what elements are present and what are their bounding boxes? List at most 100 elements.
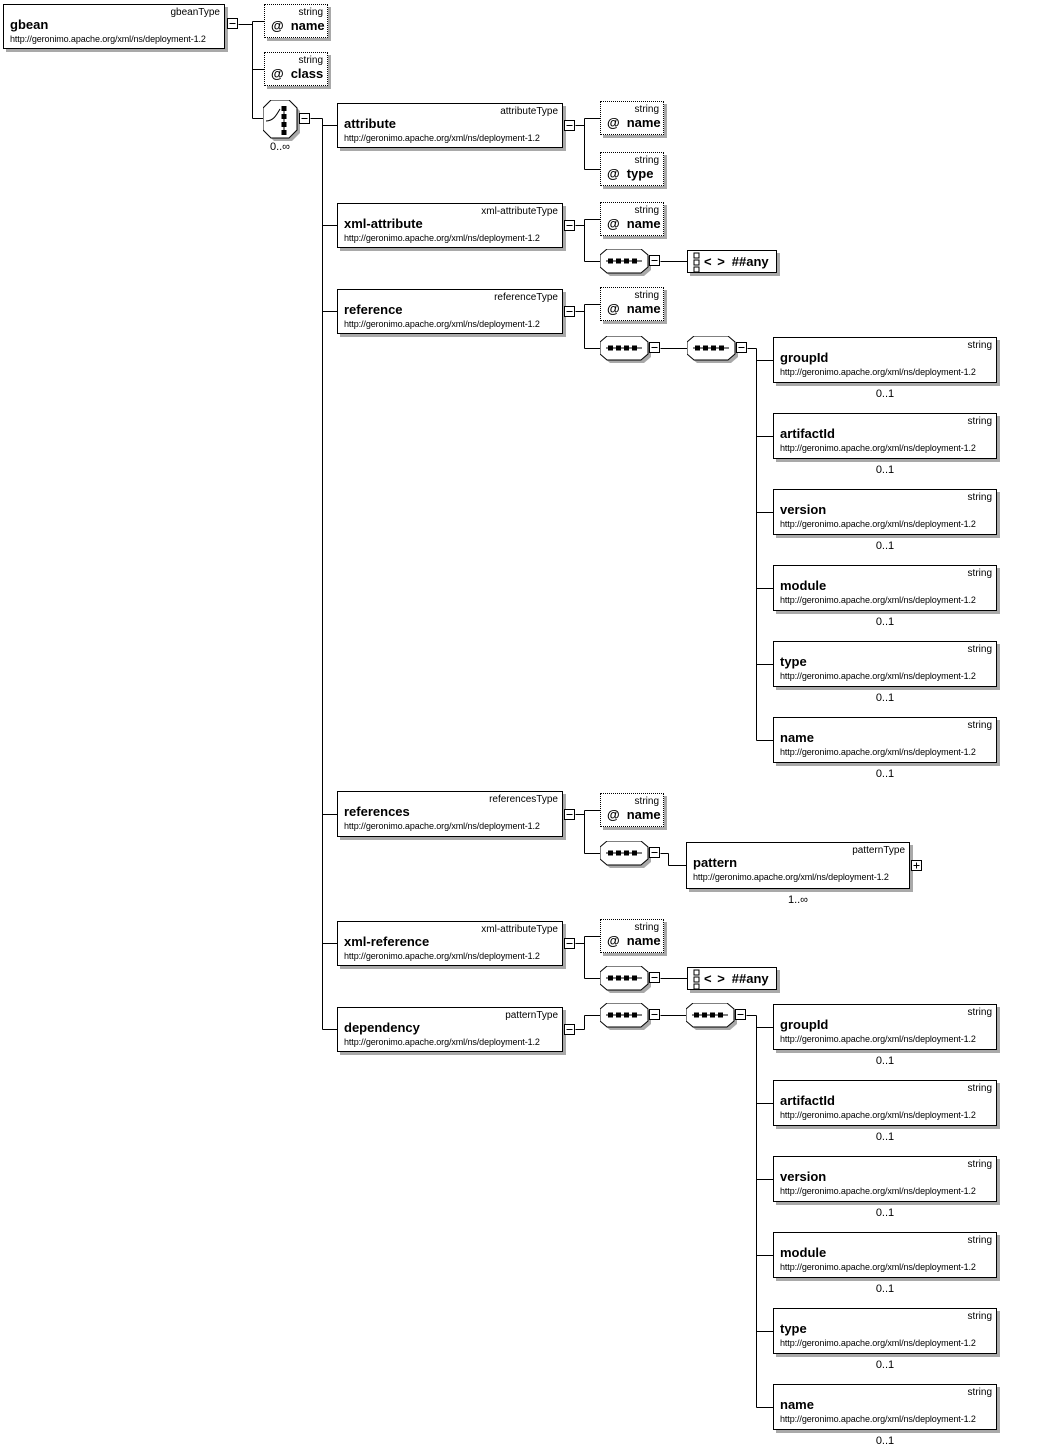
sequence-icon[interactable] [599,335,652,369]
collapse-icon[interactable] [564,938,575,949]
element-dep-name[interactable]: string name http://geronimo.apache.org/x… [773,1384,997,1430]
attr-type: string [634,104,659,115]
at-sign: @ [271,66,284,81]
element-name: type [780,1321,807,1336]
element-dep-groupid[interactable]: string groupId http://geronimo.apache.or… [773,1004,997,1050]
element-name: module [780,1245,827,1260]
at-sign: @ [607,933,620,948]
type-label: patternType [505,1010,558,1021]
attr-type: string [634,922,659,933]
sequence-icon[interactable] [599,965,652,999]
collapse-icon[interactable] [649,255,660,266]
element-ref-module[interactable]: string module http://geronimo.apache.org… [773,565,997,611]
attr-name-attribute[interactable]: string @name [600,101,664,135]
attr-name-gbean[interactable]: string @name [264,4,328,38]
collapse-icon[interactable] [564,1024,575,1035]
type-label: xml-attributeType [481,206,558,217]
type-label: string [967,644,992,655]
element-ref-groupid[interactable]: string groupId http://geronimo.apache.or… [773,337,997,383]
collapse-icon[interactable] [736,342,747,353]
element-dependency[interactable]: patternType dependency http://geronimo.a… [337,1007,563,1052]
element-xml-reference[interactable]: xml-attributeType xml-reference http://g… [337,921,563,966]
element-namespace: http://geronimo.apache.org/xml/ns/deploy… [693,872,889,882]
element-name: dependency [344,1020,420,1035]
collapse-icon[interactable] [735,1009,746,1020]
element-name: name [780,1397,814,1412]
collapse-icon[interactable] [564,120,575,131]
choice-icon[interactable] [262,99,301,147]
sequence-icon[interactable] [599,1002,652,1036]
expand-icon[interactable] [911,860,922,871]
element-name: module [780,578,827,593]
attr-label: name [626,933,661,948]
collapse-icon[interactable] [649,847,660,858]
element-dep-artifactid[interactable]: string artifactId http://geronimo.apache… [773,1080,997,1126]
any-label: ##any [731,971,769,986]
cardinality-label: 0..1 [875,540,895,552]
element-pattern[interactable]: patternType pattern http://geronimo.apac… [686,842,910,889]
element-dep-type[interactable]: string type http://geronimo.apache.org/x… [773,1308,997,1354]
element-namespace: http://geronimo.apache.org/xml/ns/deploy… [780,1414,976,1424]
sequence-icon[interactable] [599,840,652,874]
type-label: referencesType [489,794,558,805]
collapse-icon[interactable] [299,113,310,124]
sequence-icon[interactable] [685,1002,738,1036]
type-label: string [967,340,992,351]
attr-type: string [298,55,323,66]
sequence-icon[interactable] [599,248,652,282]
type-label: string [967,1387,992,1398]
element-references[interactable]: referencesType references http://geronim… [337,791,563,837]
element-name: artifactId [780,1093,835,1108]
element-gbean[interactable]: gbeanType gbean http://geronimo.apache.o… [3,4,225,49]
element-namespace: http://geronimo.apache.org/xml/ns/deploy… [780,1034,976,1044]
any-element[interactable]: < > ##any [687,250,777,273]
cardinality-label: 0..1 [875,1207,895,1219]
element-namespace: http://geronimo.apache.org/xml/ns/deploy… [344,319,540,329]
sequence-icon[interactable] [686,335,739,369]
collapse-icon[interactable] [564,809,575,820]
attr-label: name [626,807,661,822]
attr-class-gbean[interactable]: string @class [264,52,328,86]
element-ref-type[interactable]: string type http://geronimo.apache.org/x… [773,641,997,687]
element-ref-name[interactable]: string name http://geronimo.apache.org/x… [773,717,997,763]
any-element[interactable]: < > ##any [687,967,777,990]
attr-label: name [626,301,661,316]
element-namespace: http://geronimo.apache.org/xml/ns/deploy… [344,821,540,831]
attr-name-reference[interactable]: string @name [600,287,664,321]
attr-name-xml-attribute[interactable]: string @name [600,202,664,236]
cardinality-label: 0..1 [875,1283,895,1295]
element-namespace: http://geronimo.apache.org/xml/ns/deploy… [780,1186,976,1196]
collapse-icon[interactable] [649,972,660,983]
collapse-icon[interactable] [564,306,575,317]
at-sign: @ [271,18,284,33]
element-dep-version[interactable]: string version http://geronimo.apache.or… [773,1156,997,1202]
element-namespace: http://geronimo.apache.org/xml/ns/deploy… [344,133,540,143]
element-name: references [344,804,410,819]
element-name: groupId [780,350,829,365]
element-ref-version[interactable]: string version http://geronimo.apache.or… [773,489,997,535]
type-label: xml-attributeType [481,924,558,935]
type-label: string [967,1311,992,1322]
collapse-icon[interactable] [649,342,660,353]
at-sign: @ [607,115,620,130]
cardinality-label: 0..1 [875,768,895,780]
element-ref-artifactid[interactable]: string artifactId http://geronimo.apache… [773,413,997,459]
cardinality-label: 0..1 [875,1055,895,1067]
element-reference[interactable]: referenceType reference http://geronimo.… [337,289,563,334]
collapse-icon[interactable] [564,220,575,231]
element-namespace: http://geronimo.apache.org/xml/ns/deploy… [780,443,976,453]
attr-type: string [298,7,323,18]
attr-name-xml-reference[interactable]: string @ name [600,919,664,953]
cardinality-label: 1..∞ [787,894,809,906]
element-attribute[interactable]: attributeType attribute http://geronimo.… [337,103,563,148]
element-dep-module[interactable]: string module http://geronimo.apache.org… [773,1232,997,1278]
type-label: referenceType [494,292,558,303]
element-xml-attribute[interactable]: xml-attributeType xml-attribute http://g… [337,203,563,248]
attr-type: string [634,796,659,807]
collapse-icon[interactable] [227,18,238,29]
collapse-icon[interactable] [649,1009,660,1020]
attr-name-references[interactable]: string @name [600,793,664,827]
element-name: xml-attribute [344,216,423,231]
attr-type-attribute[interactable]: string @type [600,152,664,186]
